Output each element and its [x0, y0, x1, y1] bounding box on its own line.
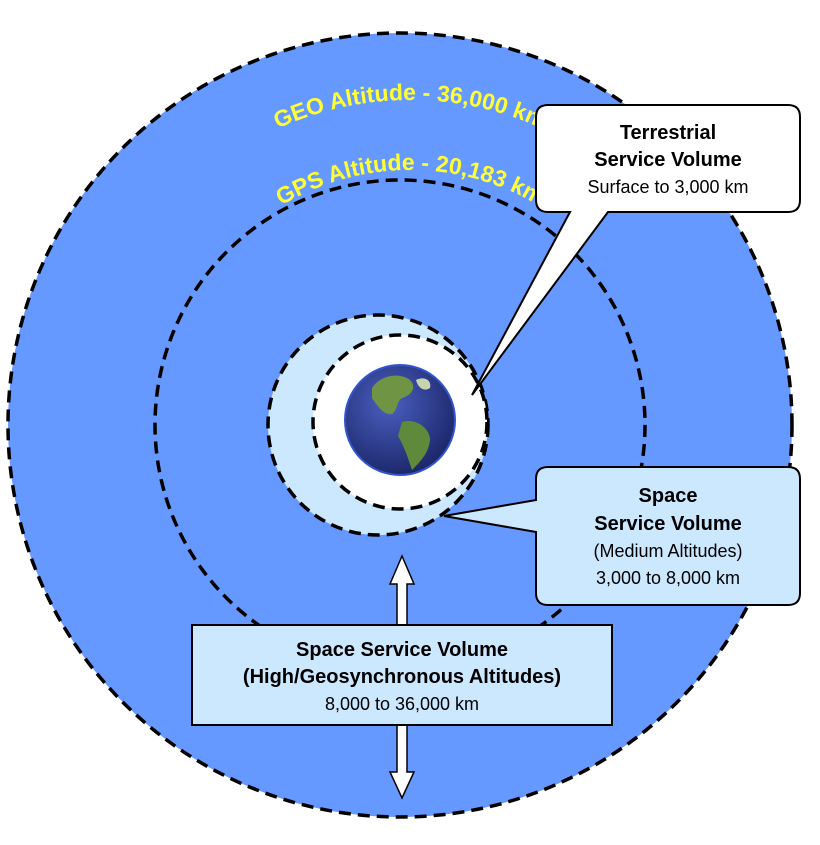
space-medium-range: 3,000 to 8,000 km	[596, 568, 740, 588]
earth-globe-icon	[344, 364, 456, 476]
terrestrial-range: Surface to 3,000 km	[587, 177, 748, 197]
space-high-title-line2: (High/Geosynchronous Altitudes)	[243, 666, 561, 688]
space-medium-title-line2: Service Volume	[594, 513, 741, 535]
terrestrial-title-line1: Terrestrial	[620, 122, 716, 144]
terrestrial-title-line2: Service Volume	[594, 149, 741, 171]
space-high-range: 8,000 to 36,000 km	[325, 694, 479, 714]
space-medium-callout: Space Service Volume (Medium Altitudes) …	[443, 466, 801, 606]
space-medium-title-line1: Space	[639, 485, 698, 507]
space-high-title-line1: Space Service Volume	[296, 639, 508, 661]
terrestrial-callout: Terrestrial Service Volume Surface to 3,…	[471, 104, 801, 396]
space-medium-subtitle: (Medium Altitudes)	[593, 541, 742, 561]
space-high-callout: Space Service Volume (High/Geosynchronou…	[191, 624, 613, 726]
